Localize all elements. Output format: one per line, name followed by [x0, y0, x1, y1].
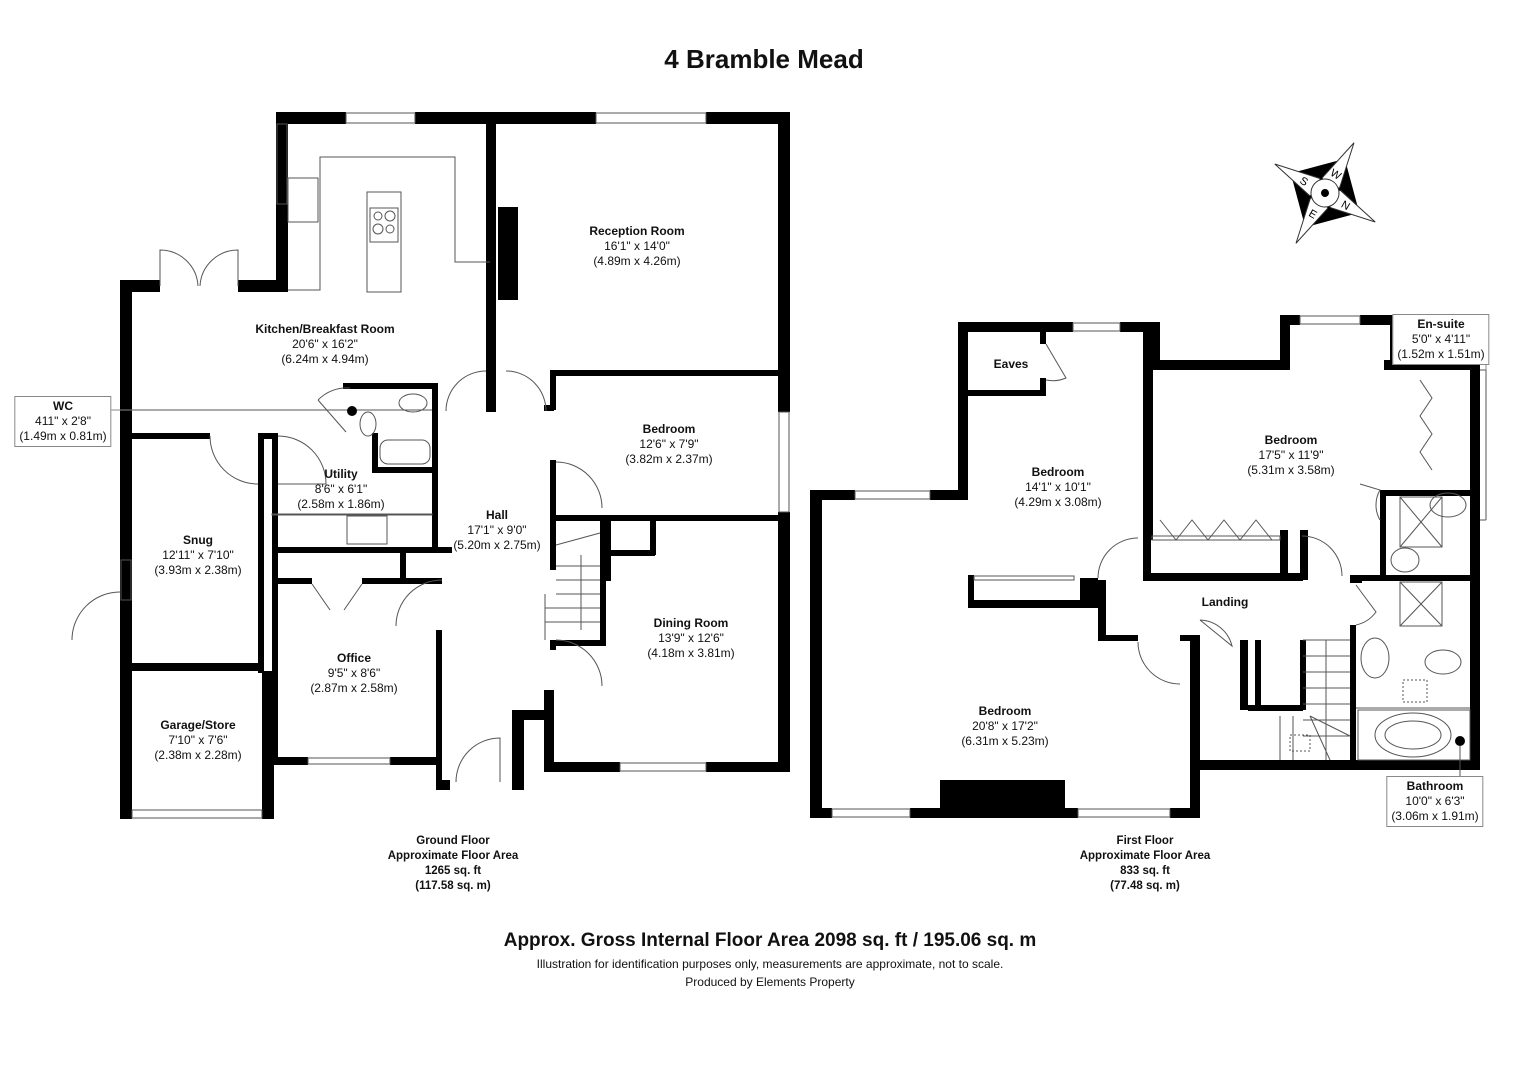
ground-floor-doors: [71, 249, 603, 783]
first-floor-walls: [810, 315, 1480, 818]
room-name: WC: [53, 399, 73, 413]
room-dimensions-metric: (3.93m x 2.38m): [154, 563, 242, 577]
produced-by: Produced by Elements Property: [685, 975, 855, 989]
room-label-eaves: Eaves: [994, 357, 1029, 372]
room-dimensions-metric: (2.38m x 2.28m): [154, 748, 242, 762]
room-label-landing: Landing: [1202, 595, 1249, 610]
first-floor-sqft: 833 sq. ft: [1120, 865, 1170, 877]
room-dimensions-metric: (4.29m x 3.08m): [1014, 495, 1102, 509]
room-dimensions-imperial: 16'1" x 14'0": [604, 239, 670, 253]
room-dimensions-metric: (6.31m x 5.23m): [961, 734, 1049, 748]
ground-floor-stairs: [544, 532, 601, 640]
room-dimensions-imperial: 411" x 2'8": [35, 414, 91, 428]
room-name: Eaves: [993, 357, 1029, 371]
room-dimensions-imperial: 8'6" x 6'1": [314, 482, 368, 496]
ground-floor-sqm: (117.58 sq. m): [415, 880, 491, 892]
room-dimensions-metric: (4.89m x 4.26m): [593, 254, 681, 268]
first-floor-area: First Floor Approximate Floor Area 833 s…: [1080, 834, 1211, 894]
room-dimensions-imperial: 5'0" x 4'11": [1411, 332, 1471, 346]
room-name: Snug: [183, 533, 213, 547]
room-dimensions-metric: (5.20m x 2.75m): [453, 538, 541, 552]
room-dimensions-metric: (5.31m x 3.58m): [1247, 463, 1335, 477]
room-name: Office: [336, 651, 371, 665]
room-name: Bedroom: [1031, 465, 1085, 479]
kitchen-fixtures: [132, 156, 490, 545]
ground-floor-sqft: 1265 sq. ft: [424, 865, 482, 877]
room-name: Bedroom: [978, 704, 1032, 718]
room-dimensions-imperial: 12'6" x 7'9": [639, 437, 699, 451]
room-name: Bedroom: [642, 422, 696, 436]
room-dimensions-imperial: 17'1" x 9'0": [467, 523, 527, 537]
room-dimensions-imperial: 13'9" x 12'6": [658, 631, 724, 645]
room-dimensions-metric: (3.82m x 2.37m): [625, 452, 713, 466]
room-dimensions-metric: (2.87m x 2.58m): [310, 681, 398, 695]
ground-floor-windows: [120, 112, 790, 819]
room-name: Hall: [485, 508, 508, 522]
room-dimensions-metric: (3.06m x 1.91m): [1391, 809, 1479, 823]
ground-floor-boiler-marker: [347, 406, 357, 416]
room-dimensions-imperial: 20'8" x 17'2": [972, 719, 1038, 733]
first-floor-windows: [831, 315, 1487, 818]
room-name: Garage/Store: [160, 718, 236, 732]
compass-rose-icon: W N E S: [1274, 142, 1376, 244]
room-name: Utility: [324, 467, 358, 481]
room-dimensions-metric: (4.18m x 3.81m): [647, 646, 735, 660]
room-name: Bathroom: [1406, 779, 1464, 793]
room-dimensions-metric: (1.52m x 1.51m): [1397, 347, 1485, 361]
room-name: Landing: [1201, 595, 1249, 609]
gross-floor-area: Approx. Gross Internal Floor Area 2098 s…: [503, 930, 1037, 951]
room-name: Reception Room: [589, 224, 685, 238]
first-floor-doors: [1045, 343, 1471, 761]
room-dimensions-imperial: 20'6" x 16'2": [292, 337, 358, 351]
first-floor-sqm: (77.48 sq. m): [1110, 880, 1180, 892]
room-dimensions-metric: (1.49m x 0.81m): [19, 429, 107, 443]
ground-floor-area: Ground Floor Approximate Floor Area 1265…: [388, 834, 519, 894]
room-name: Kitchen/Breakfast Room: [255, 322, 395, 336]
room-dimensions-metric: (6.24m x 4.94m): [281, 352, 369, 366]
room-dimensions-imperial: 10'0" x 6'3": [1405, 794, 1465, 808]
ground-floor-walls: [120, 112, 790, 819]
first-floor-label: First Floor: [1116, 835, 1174, 847]
disclaimer: Illustration for identification purposes…: [536, 957, 1004, 971]
plan-title: 4 Bramble Mead: [664, 44, 864, 74]
first-floor-boiler-marker: [1455, 736, 1465, 746]
room-name: Dining Room: [653, 616, 729, 630]
ground-floor-label: Ground Floor: [416, 835, 490, 847]
room-dimensions-metric: (2.58m x 1.86m): [297, 497, 385, 511]
ground-floor-subtitle: Approximate Floor Area: [387, 850, 519, 862]
first-floor-subtitle: Approximate Floor Area: [1079, 850, 1211, 862]
room-dimensions-imperial: 12'11" x 7'10": [162, 548, 234, 562]
room-dimensions-imperial: 17'5" x 11'9": [1258, 448, 1324, 462]
room-name: En-suite: [1417, 317, 1465, 331]
room-dimensions-imperial: 9'5" x 8'6": [327, 666, 381, 680]
room-name: Bedroom: [1264, 433, 1318, 447]
room-dimensions-imperial: 14'1" x 10'1": [1025, 480, 1091, 494]
room-dimensions-imperial: 7'10" x 7'6": [168, 733, 228, 747]
